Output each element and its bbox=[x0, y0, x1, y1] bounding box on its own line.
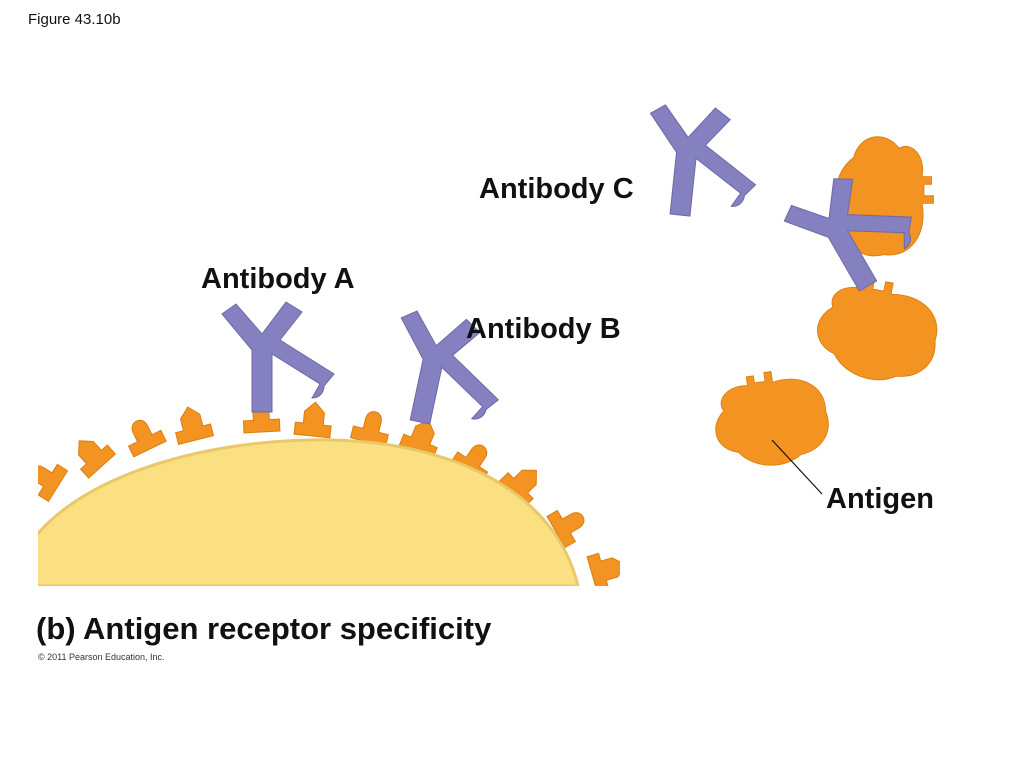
label-antibody-c: Antibody C bbox=[479, 173, 634, 205]
b-cell bbox=[38, 399, 620, 586]
label-antibody-a: Antibody A bbox=[201, 263, 355, 295]
antibody-a bbox=[221, 301, 335, 413]
figure-caption: (b) Antigen receptor specificity bbox=[36, 611, 492, 646]
cell-body bbox=[38, 438, 580, 586]
figure-id-label: Figure 43.10b bbox=[28, 11, 121, 28]
free-antigen bbox=[708, 364, 834, 474]
label-antigen: Antigen bbox=[826, 483, 934, 515]
copyright-notice: © 2011 Pearson Education, Inc. bbox=[38, 652, 165, 662]
antibody-bound-complex bbox=[777, 136, 946, 390]
label-antibody-b: Antibody B bbox=[466, 313, 621, 345]
antigen-leader-line bbox=[771, 439, 823, 495]
antibody-c bbox=[639, 100, 764, 224]
